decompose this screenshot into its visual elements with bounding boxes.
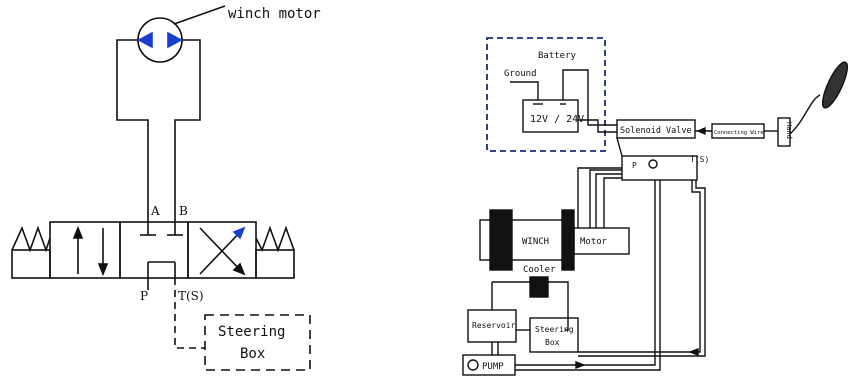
valve-port-t-label: T(S) [690,155,709,164]
pump-label: PUMP [482,362,504,372]
solenoid-valve-label: Solenoid Valve [620,126,692,136]
winch-label: WINCH [522,237,549,247]
battery-enclosure [486,37,606,152]
valve-port-p-label: P [632,161,637,170]
steering-box-label-line2: Box [240,346,265,362]
steering-box-right [529,317,579,353]
hand-remote-box [777,117,791,147]
steering-box-left [204,314,311,371]
line-port-t [174,278,205,349]
steering-label-line1: Steering [535,325,574,334]
motor-right-arrow-icon [167,31,183,49]
winch-flange-left [489,209,513,271]
motor-label: Motor [580,237,608,247]
line-port-b [174,39,201,222]
steering-label-line2: Box [545,338,560,347]
solenoid-valve-box [616,119,696,139]
port-t-label: T(S) [178,289,204,303]
port-p-label: P [140,289,148,303]
ground-label: Ground [504,69,537,79]
motor-leader-line [173,5,226,25]
motor-box [573,227,630,255]
port-a-label: A [150,204,160,218]
winch-flange-right [561,209,575,271]
connecting-wire-label: Connecting Wire [714,130,764,136]
reservoir-label: Reservoir [472,321,516,330]
hand-remote-icon [821,61,849,109]
right-installation [462,37,849,376]
valve-section-center [119,221,189,279]
winch-motor-label: winch motor [228,6,321,22]
port-b-label: B [179,204,188,218]
battery-voltage-label: 12V / 24V [530,114,584,125]
motor-left-arrow-icon [137,31,153,49]
battery-label: Battery [538,51,577,61]
left-schematic [11,5,311,371]
remote-label: Hand [785,122,793,139]
line-port-a [116,39,149,222]
cooler-label: Cooler [523,265,556,275]
cooler-core [529,276,549,298]
battery-box [522,99,579,133]
valve-section-left [49,221,121,279]
steering-box-label-line1: Steering [218,324,285,340]
